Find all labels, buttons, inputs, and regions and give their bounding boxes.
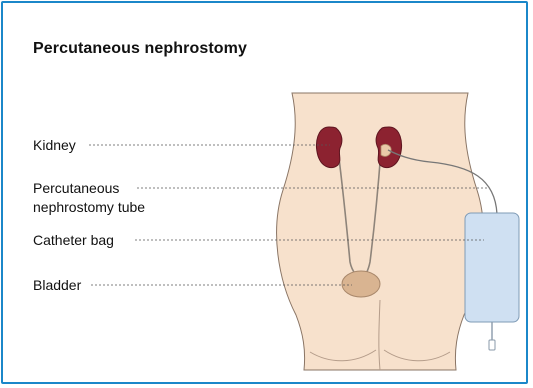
- catheter-bag: [465, 213, 519, 322]
- label-bladder: Bladder: [33, 276, 81, 294]
- bag-valve: [489, 340, 495, 350]
- label-tube-line1: Percutaneous: [33, 179, 119, 197]
- label-tube-line2: nephrostomy tube: [33, 198, 145, 216]
- left-kidney: [316, 127, 341, 168]
- label-catheter-bag: Catheter bag: [33, 231, 114, 249]
- label-kidney: Kidney: [33, 136, 76, 154]
- bladder-shape: [342, 271, 380, 297]
